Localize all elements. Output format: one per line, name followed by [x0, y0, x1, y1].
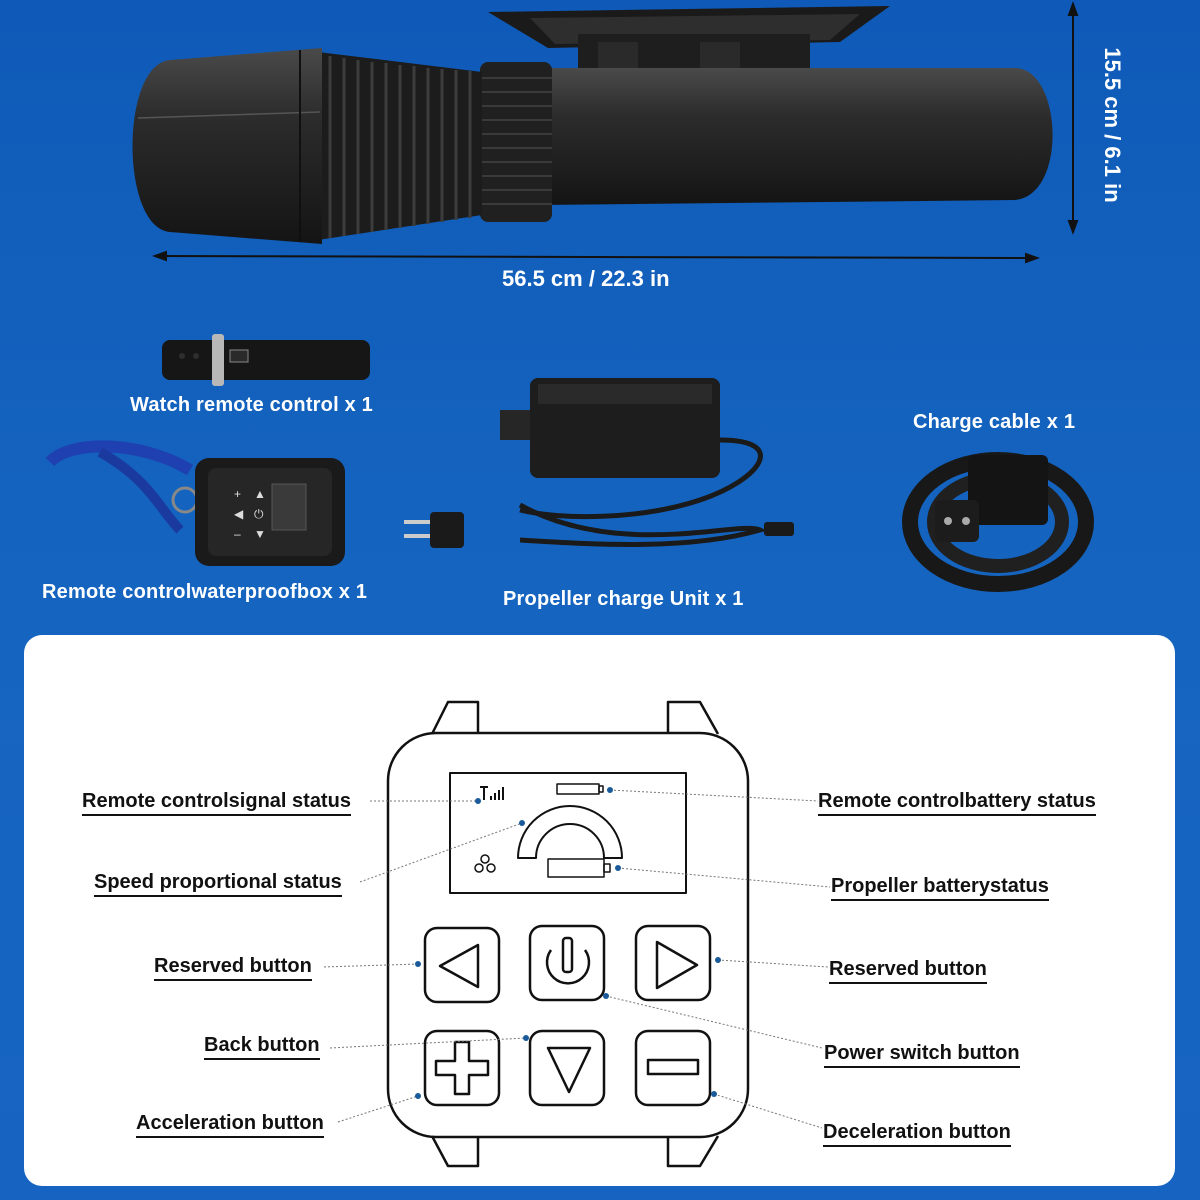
- svg-text:▼: ▼: [254, 527, 266, 541]
- reserved-left-button[interactable]: [423, 926, 501, 1004]
- propeller-battery-icon: [547, 858, 605, 878]
- callout-reserved-right: Reserved button: [829, 958, 987, 984]
- callout-back-button: Back button: [204, 1034, 320, 1060]
- callout-deceleration-button: Deceleration button: [823, 1121, 1011, 1147]
- signal-icon: [480, 786, 504, 800]
- svg-text:⏻: ⏻: [254, 507, 264, 521]
- deceleration-button[interactable]: [634, 1029, 712, 1107]
- bottom-strap-outline: [430, 1135, 480, 1168]
- length-label: 56.5 cm / 22.3 in: [502, 266, 670, 291]
- watch-strap-image: [162, 334, 370, 386]
- cable-label: Charge cable x 1: [913, 411, 1076, 433]
- screen-outline: [449, 772, 687, 894]
- remote-body-outline: [386, 731, 750, 1139]
- acceleration-button[interactable]: [423, 1029, 501, 1107]
- cable-image: [902, 452, 1094, 592]
- left-triangle-icon: [438, 943, 480, 989]
- product-illustrations: + ▲ ◀ ⏻ –▼: [45, 1, 1094, 592]
- charger-image: [404, 378, 794, 548]
- right-triangle-icon: [655, 940, 699, 990]
- callout-reserved-left: Reserved button: [154, 955, 312, 981]
- callout-propeller-battery-status: Propeller batterystatus: [831, 875, 1049, 901]
- length-dimension-arrow: [152, 250, 1040, 264]
- callout-signal-status: Remote controlsignal status: [82, 790, 351, 816]
- power-icon: [545, 949, 591, 985]
- svg-text:–: –: [234, 527, 241, 541]
- svg-text:▲: ▲: [254, 487, 266, 501]
- down-triangle-icon: [546, 1046, 592, 1094]
- bottom-strap-outline: [666, 1135, 720, 1168]
- watch-label: Watch remote control x 1: [130, 394, 373, 416]
- power-button[interactable]: [528, 924, 606, 1002]
- top-strap-outline: [430, 700, 480, 735]
- remote-box-label: Remote controlwaterproofbox x 1: [42, 581, 368, 603]
- reserved-right-button[interactable]: [634, 924, 712, 1002]
- fan-icon: [474, 854, 496, 873]
- callout-rc-battery-status: Remote controlbattery status: [818, 790, 1096, 816]
- plus-icon: [434, 1040, 490, 1096]
- minus-icon: [646, 1058, 700, 1076]
- diagram-panel: [24, 635, 1175, 1186]
- callout-speed-status: Speed proportional status: [94, 871, 342, 897]
- callout-acceleration-button: Acceleration button: [136, 1112, 324, 1138]
- speed-arc: [517, 805, 623, 859]
- rc-battery-icon: [556, 783, 600, 795]
- back-button[interactable]: [528, 1029, 606, 1107]
- height-dimension-arrow: [1067, 1, 1079, 235]
- remote-box-image: + ▲ ◀ ⏻ –▼: [45, 440, 345, 566]
- scooter-image: [132, 6, 1053, 244]
- top-strap-outline: [666, 700, 720, 735]
- charger-label: Propeller charge Unit x 1: [503, 588, 744, 610]
- svg-text:+: +: [234, 487, 241, 501]
- callout-power-button: Power switch button: [824, 1042, 1020, 1068]
- svg-text:◀: ◀: [234, 507, 244, 521]
